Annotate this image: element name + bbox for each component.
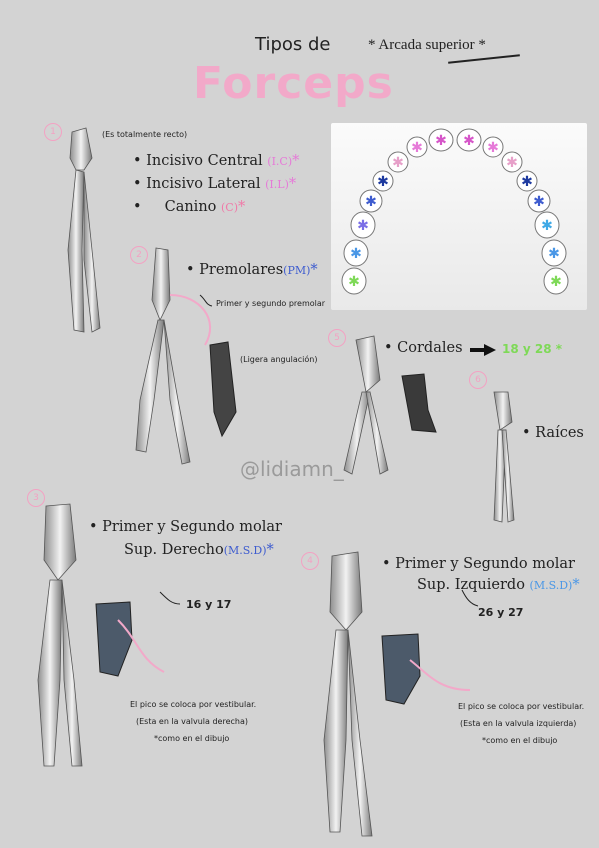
teeth-left-arrow-icon [461,589,479,607]
molar-izquierdo-note-3: *como en el dibujo [482,736,558,745]
subtitle: Tipos de [255,34,331,55]
item-molar-derecho-line1: • Primer y Segundo molar [89,519,282,535]
tooth-11 [428,128,454,152]
item-incisivo-lateral: • Incisivo Lateral (I.L)* [133,176,297,192]
item-molar-derecho-line2: Sup. Derecho(M.S.D)* [124,542,274,558]
dental-arch-image: ✱ ✱ ✱ ✱ ✱ ✱ ✱ ✱ ✱ ✱ ✱ ✱ ✱ ✱ ✱ ✱ [331,123,587,310]
item-incisivo-central: • Incisivo Central (I.C)* [133,153,300,169]
tooth-14 [372,170,394,192]
arcada-label: * Arcada superior * [368,37,486,53]
svg-text:✱: ✱ [348,274,360,290]
molar-izquierdo-teeth: 26 y 27 [478,606,524,619]
section-number-5: 5 [328,329,346,347]
tooth-18 [341,267,367,295]
tooth-16 [350,211,376,239]
svg-text:✱: ✱ [377,174,389,190]
section-2-note: Primer y segundo premolar [216,299,326,308]
svg-text:✱: ✱ [350,246,362,262]
section-number-2: 2 [130,246,148,264]
svg-text:✱: ✱ [435,133,447,149]
molar-derecho-teeth: 16 y 17 [186,598,232,611]
section-1-note: (Es totalmente recto) [102,130,188,139]
note-arrow-icon [199,294,213,307]
molar-derecho-note-3: *como en el dibujo [154,734,230,743]
forceps-2-icon [135,247,191,465]
item-molar-izquierdo-line2: Sup. Izquierdo (M.S.D)* [417,577,580,593]
forceps-3-icon [37,503,83,767]
forceps-6-icon [493,391,515,523]
tooth-25 [527,189,551,213]
tooth-23 [501,151,523,173]
svg-text:✱: ✱ [392,155,404,171]
svg-text:✱: ✱ [548,246,560,262]
cordal-tooth-icon [401,373,437,433]
svg-text:✱: ✱ [521,174,533,190]
svg-text:✱: ✱ [411,140,423,156]
svg-text:✱: ✱ [487,140,499,156]
cordales-teeth: 18 y 28 * [502,342,563,356]
teeth-right-arrow-icon [159,591,181,605]
premolar-tooth-icon [209,341,237,438]
section-2-note-2: (Ligera angulación) [240,355,318,364]
item-canino: • Canino (C)* [133,199,246,215]
pink-arrow-right-icon [117,619,165,673]
tooth-15 [359,189,383,213]
watermark: @lidiamn_ [240,457,344,481]
tooth-21 [456,128,482,152]
forceps-5-icon [343,335,389,475]
tooth-12 [406,136,428,158]
svg-text:✱: ✱ [463,133,475,149]
page-title: Forceps [193,58,394,109]
molar-izquierdo-note-2: (Esta en la valvula izquierda) [460,719,577,728]
tooth-27 [541,239,567,267]
item-premolares: • Premolares(PM)* [186,262,318,278]
item-molar-izquierdo-line1: • Primer y Segundo molar [382,556,575,572]
forceps-1-icon [67,127,101,333]
black-arrowhead-icon [484,344,496,356]
section-number-6: 6 [469,371,487,389]
tooth-26 [534,211,560,239]
svg-text:✱: ✱ [550,274,562,290]
molar-derecho-note-1: El pico se coloca por vestibular. [130,700,257,709]
forceps-4-icon [323,551,373,837]
dental-arch-svg: ✱ ✱ ✱ ✱ ✱ ✱ ✱ ✱ ✱ ✱ ✱ ✱ ✱ ✱ ✱ ✱ [341,128,569,295]
molar-left-icon [381,633,421,705]
pink-arrow-left-icon [409,659,471,691]
molar-izquierdo-note-1: El pico se coloca por vestibular. [458,702,585,711]
svg-text:✱: ✱ [533,194,545,210]
svg-text:✱: ✱ [365,194,377,210]
tooth-17 [343,239,369,267]
svg-text:✱: ✱ [506,155,518,171]
tooth-13 [387,151,409,173]
molar-derecho-note-2: (Esta en la valvula derecha) [136,717,248,726]
section-number-1: 1 [44,123,62,141]
tooth-24 [516,170,538,192]
tooth-28 [543,267,569,295]
molar-right-icon [95,601,133,677]
item-cordales: • Cordales [384,340,463,356]
pink-arrow-icon [169,294,211,346]
item-raices: • Raíces [522,425,584,441]
tooth-22 [482,136,504,158]
svg-text:✱: ✱ [541,218,553,234]
svg-text:✱: ✱ [357,218,369,234]
section-number-3: 3 [27,489,45,507]
section-number-4: 4 [301,552,319,570]
